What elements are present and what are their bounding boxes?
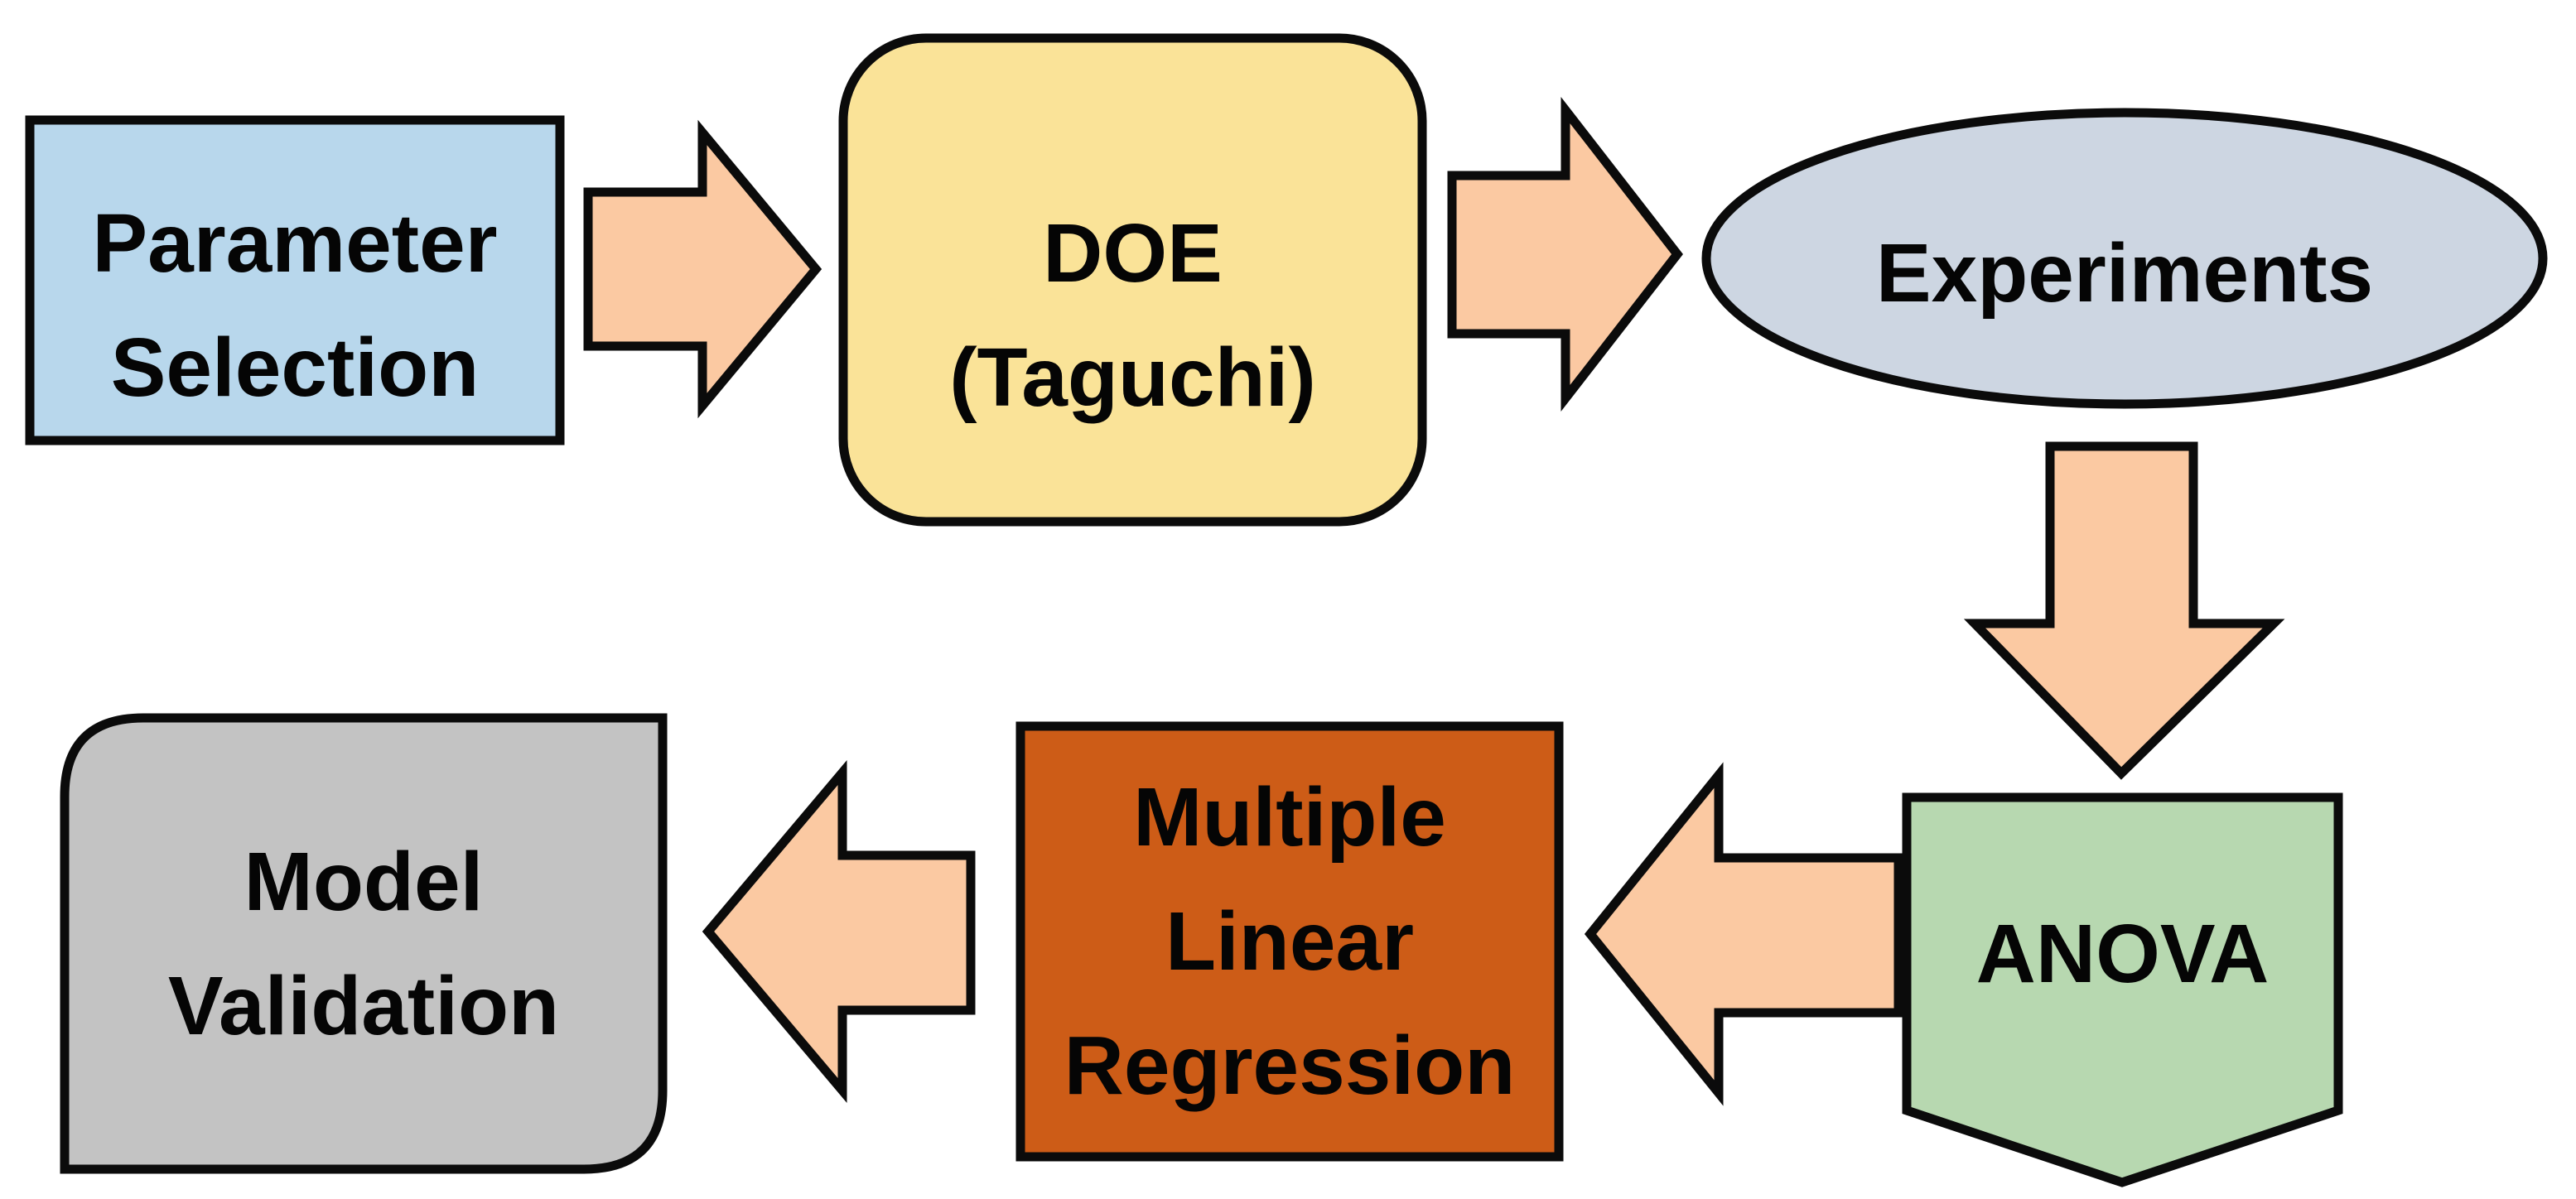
node-experiments-shape [1701,108,2548,409]
arrow-left-anova-to-regression [1584,762,1903,1106]
node-model-validation-shape [60,713,668,1174]
arrow-right-param-to-doe [583,119,822,419]
node-doe-taguchi-shape [838,33,1427,527]
arrow-left-regression-to-validation [702,759,976,1104]
arrow-right-doe-to-experiments [1447,96,1683,412]
node-multiple-linear-regression-shape [1015,721,1564,1162]
arrow-down-experiments-to-anova [1963,441,2285,780]
node-anova-shape [1902,792,2343,1187]
node-parameter-selection-shape [25,115,565,445]
